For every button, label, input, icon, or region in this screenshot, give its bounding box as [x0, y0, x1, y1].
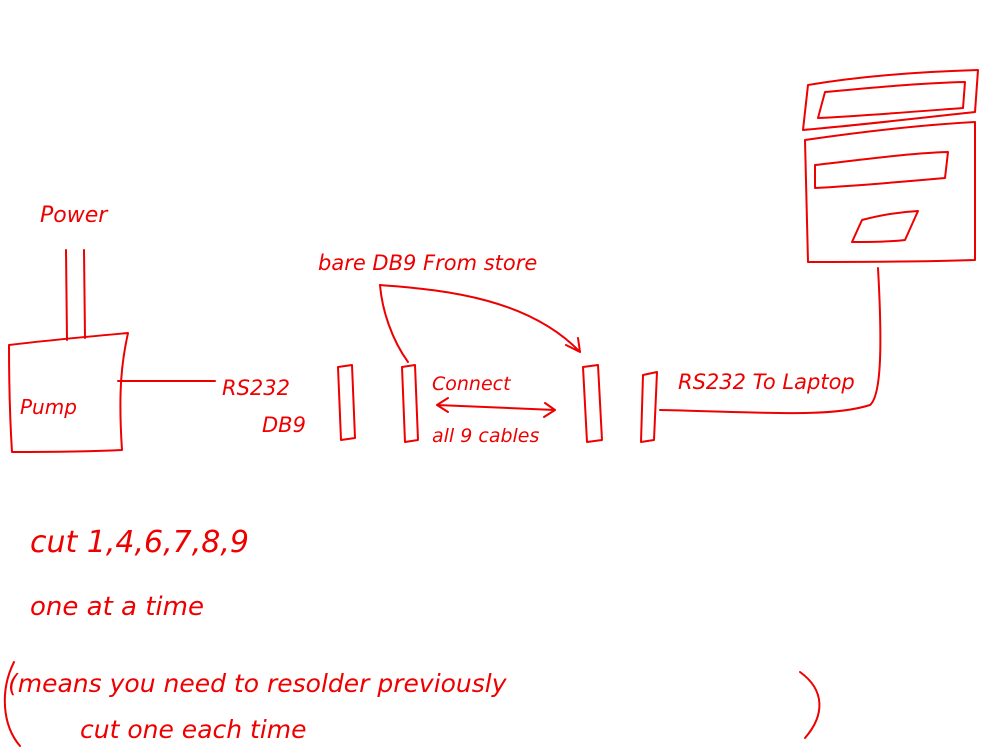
- laptop-serial-cable: [659, 267, 882, 415]
- bare-db9-pointer-right-arrow: [379, 284, 581, 353]
- closing-parenthesis: [799, 671, 821, 739]
- connect-label-line1: Connect: [432, 373, 512, 395]
- rs232-laptop-label: RS232 To Laptop: [678, 370, 855, 394]
- laptop-icon: [802, 69, 979, 263]
- opening-parenthesis: [3, 661, 21, 747]
- bare-db9-connector-right: [582, 364, 603, 443]
- connect-label-line2: all 9 cables: [432, 425, 539, 447]
- resolder-note-line1: (means you need to resolder previously: [8, 669, 508, 698]
- power-cable: [65, 249, 86, 341]
- bare-db9-pointer-left: [379, 284, 409, 363]
- resolder-note-line2: cut one each time: [80, 715, 307, 744]
- pump-label: Pump: [20, 395, 77, 419]
- bare-db9-connector-left: [401, 364, 419, 443]
- double-arrow-icon: [436, 397, 556, 418]
- pump-db9-connector: [337, 364, 356, 441]
- one-at-a-time-note: one at a time: [30, 592, 204, 622]
- rs232-db9-label-line2: DB9: [262, 413, 306, 437]
- power-label: Power: [40, 203, 109, 228]
- bare-db9-label: bare DB9 From store: [318, 251, 537, 275]
- laptop-db9-connector: [640, 371, 658, 443]
- rs232-db9-label-line1: RS232: [222, 376, 290, 400]
- cut-instruction: cut 1,4,6,7,8,9: [30, 525, 249, 560]
- pump-box: [8, 332, 129, 453]
